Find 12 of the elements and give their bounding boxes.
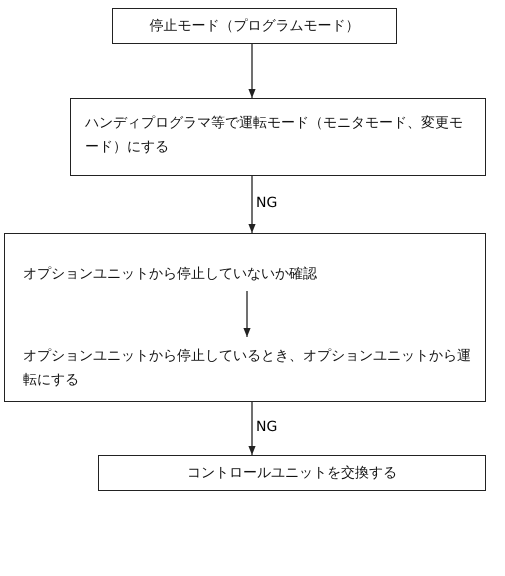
arrow: [248, 402, 256, 455]
process-box: ハンディプログラマ等で運転モード（モニタモード、変更モード）にする: [70, 98, 486, 176]
arrow: [248, 44, 256, 98]
arrow: [243, 291, 251, 337]
process-box: コントロールユニットを交換する: [98, 455, 486, 491]
step-text: オプションユニットから停止していないか確認: [19, 260, 479, 288]
step-text: オプションユニットから停止しているとき、オプションユニットから運転にする: [19, 342, 479, 394]
edge-label: NG: [256, 418, 278, 434]
process-box: 停止モード（プログラムモード）: [112, 8, 397, 44]
edge-label: NG: [256, 194, 278, 210]
arrow: [248, 176, 256, 233]
group-box: [4, 233, 486, 402]
